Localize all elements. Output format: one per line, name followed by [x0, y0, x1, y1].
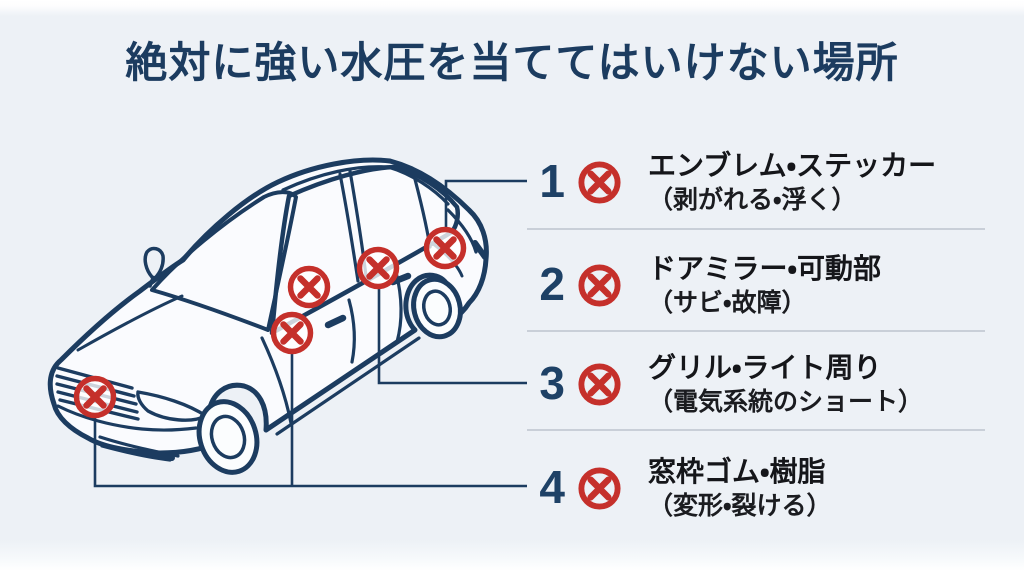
- item-sublabel: （サビ・故障）: [648, 289, 807, 318]
- item-label: エンブレム・ステッカー: [648, 150, 937, 181]
- door-handle-rear: [389, 272, 412, 286]
- prohibited-icon: [578, 363, 621, 406]
- b-pillar: [338, 172, 360, 283]
- marker-rear-door-window: [356, 246, 400, 290]
- list-separator: [527, 429, 985, 431]
- headlight: [136, 390, 208, 422]
- front-wheel: [196, 399, 260, 475]
- item-number: 4: [539, 460, 565, 513]
- marker-rear-deck-emblem: [423, 226, 467, 270]
- prohibited-icon: [578, 467, 621, 510]
- door-handle-front: [324, 314, 347, 329]
- marker-front-grille: [73, 375, 117, 419]
- rear-wheel: [411, 276, 463, 340]
- fender-seam: [260, 336, 293, 425]
- mirror: [143, 246, 165, 288]
- list-separator: [527, 228, 985, 230]
- page-title: 絶対に強い水圧を当ててはいけない場所: [125, 39, 899, 86]
- hood-crease: [76, 294, 184, 352]
- marker-front-door-window-mirror: [287, 265, 331, 309]
- item-number: 3: [539, 356, 565, 409]
- rocker-line: [275, 336, 421, 436]
- leader-line-item-1: [444, 179, 527, 229]
- list-separator: [527, 330, 985, 332]
- tail-light: [472, 240, 488, 260]
- item-number: 1: [539, 154, 565, 207]
- prohibited-icon: [578, 264, 621, 307]
- leader-line-item-4: [93, 418, 527, 488]
- car-illustration: [47, 157, 489, 475]
- list-item-3: 3 グリル・ライト周り （電気系統のショート）: [531, 352, 923, 417]
- leader-line-item-3: [377, 289, 527, 385]
- prohibited-icon: [578, 161, 621, 204]
- item-sublabel: （電気系統のショート）: [648, 388, 924, 417]
- fog-light: [143, 449, 175, 461]
- front-door-seam: [347, 298, 356, 364]
- list-item-4: 4 窓枠ゴム・樹脂 （変形・裂ける）: [531, 456, 832, 521]
- bumper-crease: [56, 404, 198, 432]
- item-label: 窓枠ゴム・樹脂: [648, 456, 826, 487]
- roof-inner-line: [281, 165, 450, 206]
- list-item-2: 2 ドアミラー・可動部 （サビ・故障）: [531, 253, 881, 318]
- annotation-layer: [73, 179, 527, 488]
- item-number: 2: [539, 257, 565, 310]
- trunk-seam: [446, 208, 478, 254]
- item-label: グリル・ライト周り: [648, 352, 882, 383]
- windshield: [150, 190, 298, 332]
- item-label: ドアミラー・可動部: [648, 253, 881, 284]
- list-item-1: 1 エンブレム・ステッカー （剥がれる・浮く）: [531, 150, 936, 215]
- marker-front-door-lower: [270, 311, 314, 355]
- item-sublabel: （剥がれる・浮く）: [648, 186, 857, 215]
- item-sublabel: （変形・裂ける）: [648, 492, 832, 521]
